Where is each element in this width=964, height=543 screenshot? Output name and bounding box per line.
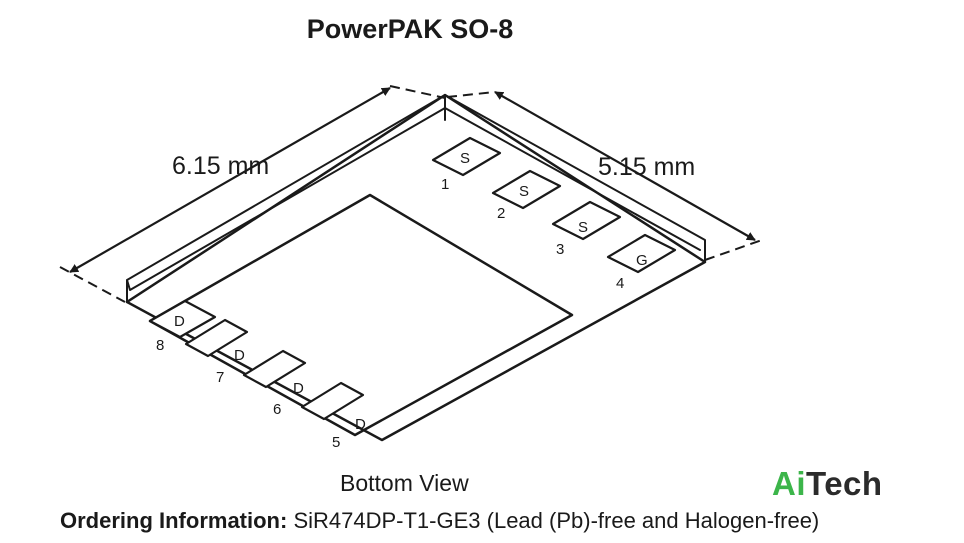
pin-4-label: G (636, 252, 648, 269)
pin-5-number: 5 (332, 434, 340, 451)
pin-6-number: 6 (273, 401, 281, 418)
pin-8-number: 8 (156, 337, 164, 354)
ordering-label: Ordering Information: (60, 508, 288, 533)
pin-5-pad (300, 381, 365, 421)
pin-1-label: S (460, 150, 470, 167)
drain-pins (148, 299, 365, 421)
pin-8-label: D (174, 313, 185, 330)
length-dimension-label: 6.15 mm (172, 152, 269, 180)
pin-7-pad (184, 318, 249, 358)
logo-part-ai: Ai (772, 465, 806, 502)
diagram-title: PowerPAK SO-8 (306, 14, 514, 44)
width-dimension-label: 5.15 mm (598, 153, 695, 181)
pin-8-pad (148, 299, 217, 339)
pin-2-number: 2 (497, 205, 505, 222)
ordering-value: SiR474DP-T1-GE3 (Lead (Pb)-free and Halo… (293, 508, 820, 533)
pin-3-label: S (578, 219, 588, 236)
width-dimension-line (494, 91, 756, 241)
pin-4-pad (606, 233, 677, 274)
package-outline (125, 93, 707, 442)
pin-3-number: 3 (556, 241, 564, 258)
length-dimension-line (69, 87, 391, 273)
pin-7-label: D (234, 347, 245, 364)
pin-6-label: D (293, 380, 304, 397)
pin-5-label: D (355, 416, 366, 433)
brand-logo: AiTech (772, 465, 883, 503)
pin-4-number: 4 (616, 275, 624, 292)
view-label: Bottom View (340, 470, 469, 496)
pin-6-pad (242, 349, 307, 389)
logo-part-tech: Tech (806, 465, 883, 502)
pin-7-number: 7 (216, 369, 224, 386)
pin-2-label: S (519, 183, 529, 200)
pin-1-number: 1 (441, 176, 449, 193)
extension-lines (59, 85, 763, 303)
ordering-info: Ordering Information: SiR474DP-T1-GE3 (L… (60, 508, 819, 534)
